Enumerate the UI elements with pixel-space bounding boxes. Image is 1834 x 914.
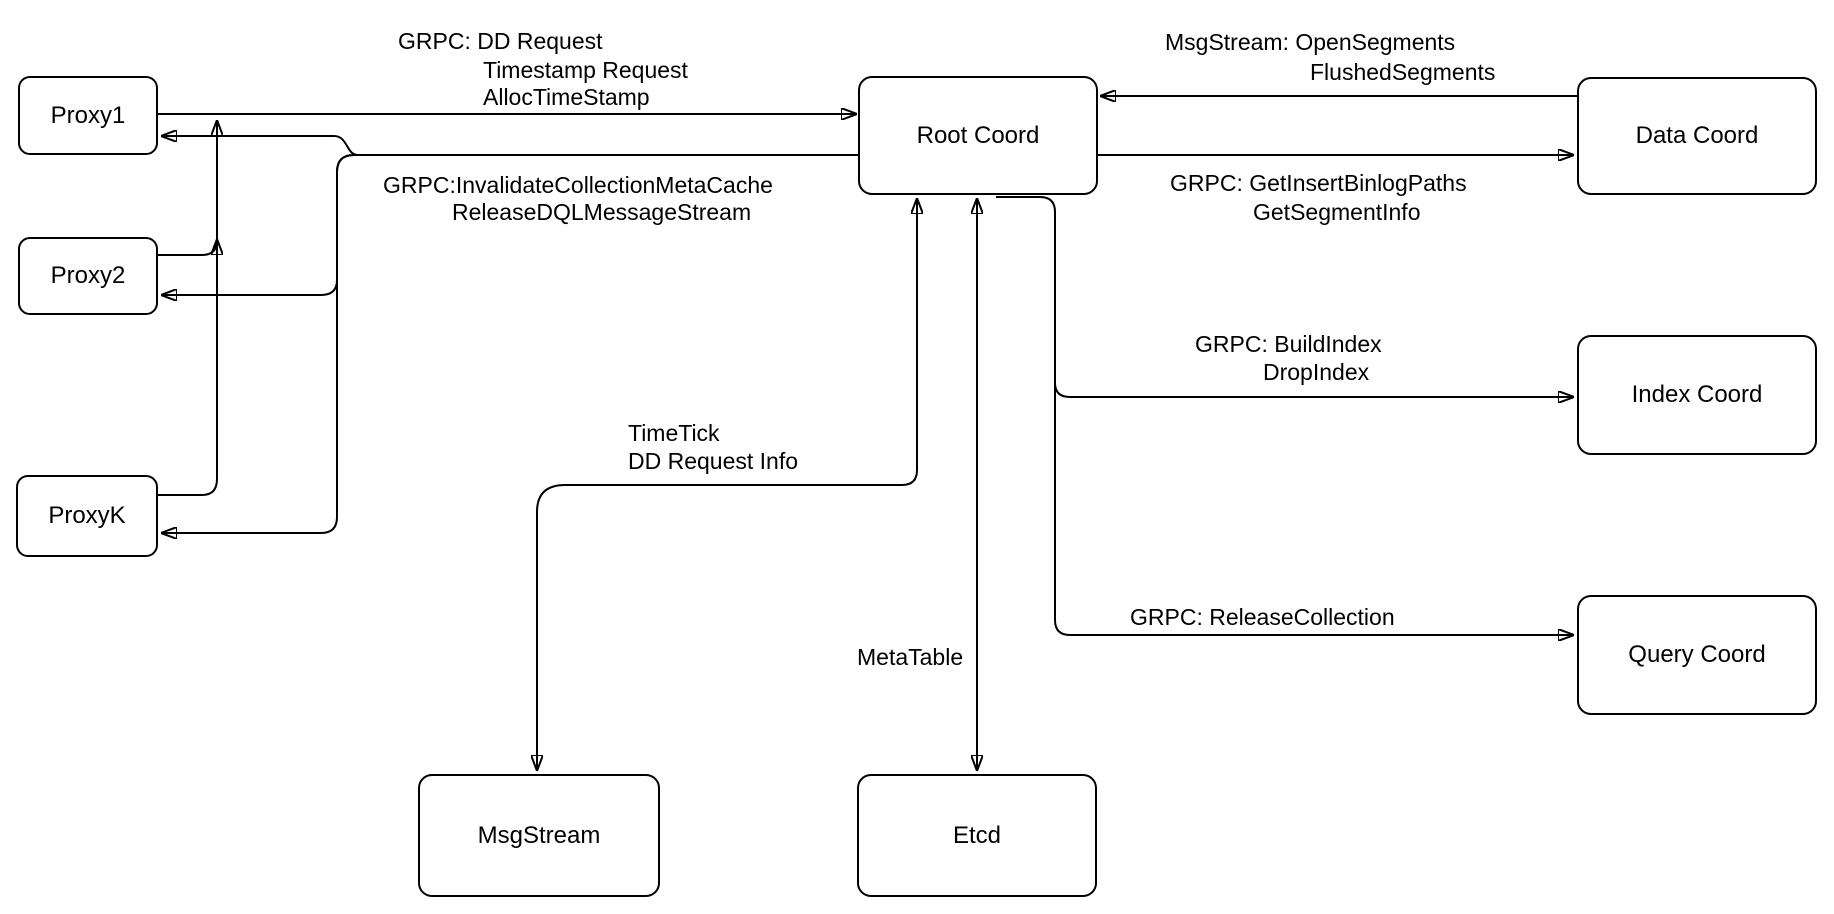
node-etcd-label: Etcd [952,821,1002,849]
label-root-to-data-line1: GRPC: GetInsertBinlogPaths [1170,170,1467,196]
node-root-coord-label: Root Coord [916,121,1040,149]
node-index-coord-label: Index Coord [1631,381,1763,408]
node-proxy1-label: Proxy1 [50,101,126,129]
node-proxy2: Proxy2 [18,237,158,315]
label-data-to-root-line2: FlushedSegments [1310,59,1496,85]
label-root-to-msgstream-line2: DD Request Info [628,448,799,474]
node-proxy1: Proxy1 [18,76,158,155]
edge-root-to-proxy1 [162,136,858,156]
label-root-to-etcd: MetaTable [857,644,964,670]
node-query-coord: Query Coord [1577,595,1817,715]
label-root-to-proxies-line1: GRPC:InvalidateCollectionMetaCache [383,172,773,198]
edge-root-to-proxyk [162,154,858,533]
label-root-to-query: GRPC: ReleaseCollection [1130,604,1395,630]
label-proxy-to-root-line1: GRPC: DD Request [398,28,603,54]
node-data-coord: Data Coord [1577,77,1817,195]
node-proxyk: ProxyK [16,475,158,557]
node-query-coord-label: Query Coord [1628,641,1766,668]
node-msgstream: MsgStream [418,774,660,897]
label-root-to-msgstream-line1: TimeTick [628,420,720,446]
node-msgstream-label: MsgStream [477,821,601,849]
node-proxy2-label: Proxy2 [50,262,126,289]
label-root-to-proxies-line2: ReleaseDQLMessageStream [452,199,752,225]
edge-proxy2-up [157,240,217,256]
edge-root-msgstream [537,199,917,770]
label-data-to-root-line1: MsgStream: OpenSegments [1165,29,1456,55]
label-proxy-to-root-line2: Timestamp Request [483,57,688,83]
label-proxy-to-root-line3: AllocTimeStamp [483,84,650,110]
edge-proxyk-up [157,121,217,496]
node-etcd: Etcd [857,774,1097,897]
node-index-coord: Index Coord [1577,335,1817,455]
label-root-to-data-line2: GetSegmentInfo [1253,199,1421,225]
label-root-to-index-line2: DropIndex [1263,359,1370,385]
node-root-coord: Root Coord [858,76,1098,195]
node-data-coord-label: Data Coord [1635,122,1759,149]
label-root-to-index-line1: GRPC: BuildIndex [1195,331,1382,357]
node-proxyk-label: ProxyK [48,502,126,529]
edge-root-to-query [996,196,1573,635]
